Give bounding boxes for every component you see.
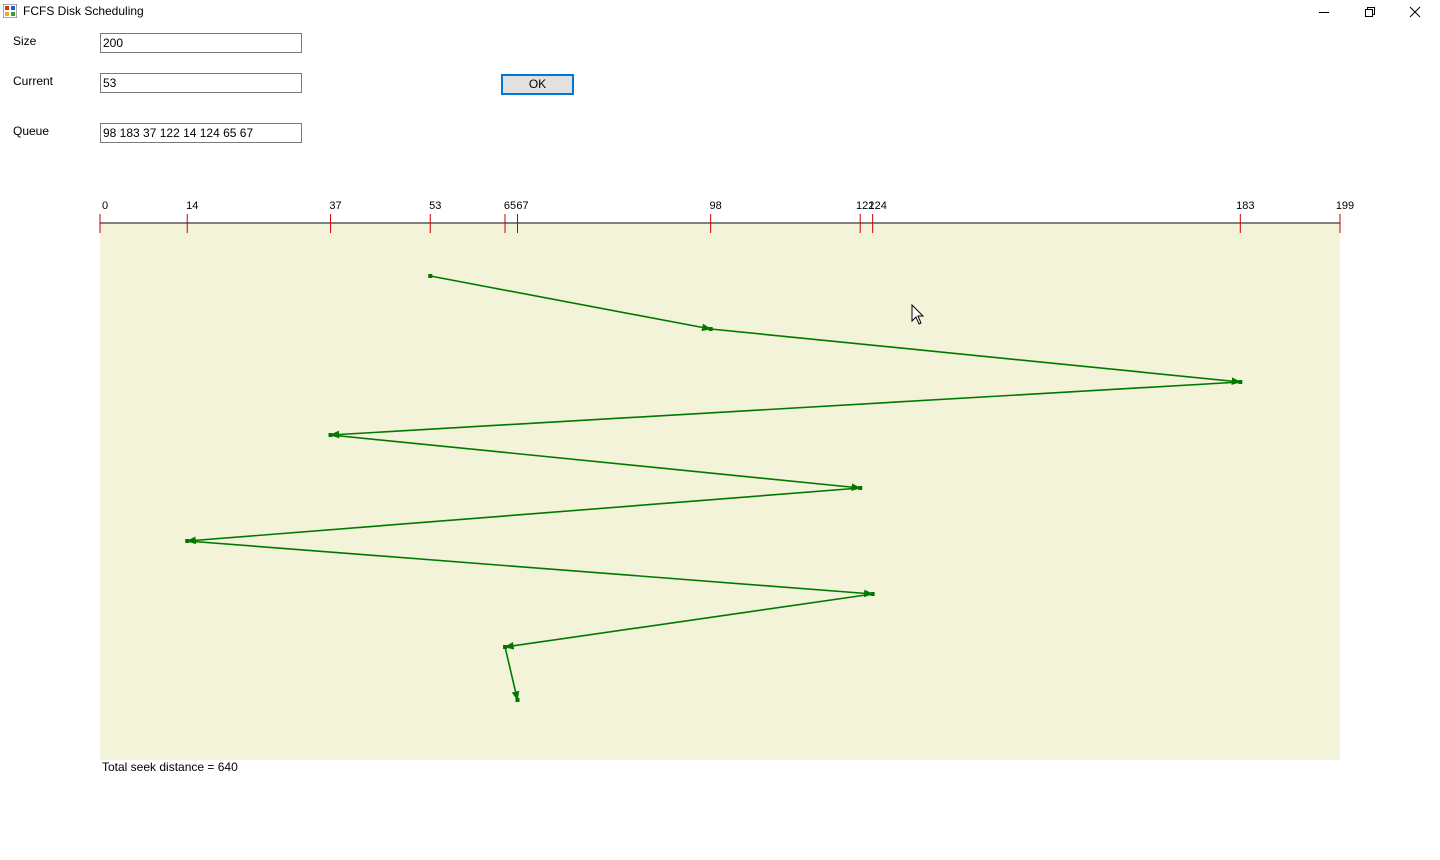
- window-title: FCFS Disk Scheduling: [23, 4, 144, 18]
- seek-path-segment: [186, 487, 861, 545]
- seek-point: [1238, 380, 1243, 384]
- app-icon: [3, 4, 17, 18]
- seek-point: [708, 327, 713, 331]
- size-label: Size: [13, 34, 37, 48]
- seek-path-segment: [430, 275, 712, 332]
- plot-area: [100, 224, 1340, 760]
- seek-path-segment: [504, 646, 520, 701]
- seek-point: [515, 698, 520, 702]
- seek-point: [870, 592, 875, 596]
- seek-point: [428, 274, 433, 278]
- restore-button[interactable]: [1347, 0, 1393, 22]
- scale-tick-label: 98: [710, 200, 722, 212]
- scale-tick-label: 37: [329, 200, 341, 212]
- seek-path-segment: [504, 593, 873, 650]
- close-icon: [1409, 6, 1421, 18]
- scale-tick-label: 53: [429, 200, 441, 212]
- seek-point: [503, 645, 508, 649]
- scale-tick-label: 124: [868, 200, 886, 212]
- size-input[interactable]: [100, 33, 302, 53]
- scale-tick-label: 65: [504, 200, 516, 212]
- current-input[interactable]: [100, 73, 302, 93]
- scale-tick-label: 183: [1236, 200, 1254, 212]
- seek-point: [328, 433, 333, 437]
- ok-button[interactable]: OK: [501, 74, 574, 95]
- scale-tick-label: 122: [856, 200, 874, 212]
- close-button[interactable]: [1392, 0, 1438, 22]
- scale-tick-label: 0: [102, 200, 108, 212]
- scale-tick-label: 67: [516, 200, 528, 212]
- restore-icon: [1365, 6, 1375, 17]
- queue-label: Queue: [13, 124, 50, 138]
- scale-tick-label: 14: [186, 200, 198, 212]
- queue-input[interactable]: [100, 123, 302, 143]
- seek-path-segment: [187, 540, 874, 598]
- minimize-button[interactable]: [1301, 0, 1347, 22]
- seek-path-segment: [330, 434, 862, 491]
- scale-tick-label: 199: [1336, 200, 1354, 212]
- current-label: Current: [13, 74, 54, 88]
- seek-path-segment: [329, 381, 1241, 439]
- title-bar: FCFS Disk Scheduling: [0, 0, 1440, 24]
- seek-point: [858, 486, 863, 490]
- total-seek-distance: Total seek distance = 640: [102, 760, 238, 774]
- seek-path-segment: [710, 328, 1242, 385]
- mouse-pointer-icon: [911, 304, 925, 325]
- minimize-icon: [1319, 11, 1329, 13]
- seek-point: [185, 539, 190, 543]
